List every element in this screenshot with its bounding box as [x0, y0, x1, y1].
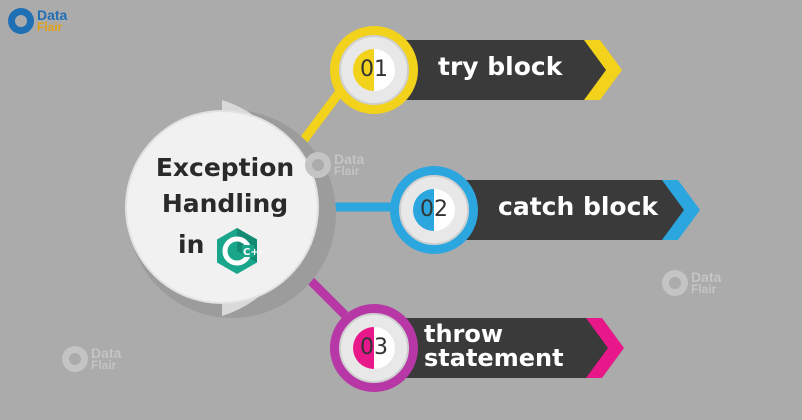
throw-label-line2: statement — [424, 344, 564, 372]
try-banner — [370, 40, 606, 100]
catch-half-dial — [413, 189, 434, 231]
watermark-word-data: Data — [691, 269, 722, 285]
dataflair-logo: Data Flair — [8, 8, 67, 34]
watermark-word-flair: Flair — [691, 282, 717, 296]
watermark-icon — [62, 346, 88, 372]
hub-title-line2: Handling — [161, 189, 289, 218]
catch-dial-white — [434, 189, 455, 231]
throw-label-line1: throw — [424, 320, 504, 348]
try-half-dial — [353, 49, 374, 91]
hub-title-line3: in — [178, 230, 205, 259]
throw-label: throw statement — [424, 322, 564, 370]
try-number: 01 — [360, 57, 388, 82]
catch-banner — [430, 180, 684, 240]
watermark-word-data: Data — [334, 151, 365, 167]
connector-try — [296, 82, 349, 148]
hub-title: Exception Handling — [150, 150, 300, 222]
watermark-icon — [662, 270, 688, 296]
hub-title-line1: Exception — [155, 153, 295, 182]
throw-banner — [372, 318, 608, 378]
catch-label: catch block — [498, 192, 659, 221]
logo-word-flair: Flair — [37, 20, 63, 34]
throw-dial-white — [374, 327, 395, 369]
throw-number: 03 — [360, 335, 388, 360]
cpp-logo-icon: C++ — [217, 228, 262, 274]
watermark-word-flair: Flair — [91, 358, 117, 372]
watermark-icon — [305, 152, 331, 178]
cpp-logo-text: C++ — [243, 247, 262, 258]
logo-word-data: Data — [37, 7, 68, 23]
watermark-word-data: Data — [91, 345, 122, 361]
try-label: try block — [438, 52, 563, 81]
catch-number: 02 — [420, 197, 448, 222]
watermark-word-flair: Flair — [334, 164, 360, 178]
hub-circle — [125, 110, 319, 304]
try-dial-white — [374, 49, 395, 91]
throw-half-dial — [353, 327, 374, 369]
dataflair-logo-icon — [8, 8, 34, 34]
